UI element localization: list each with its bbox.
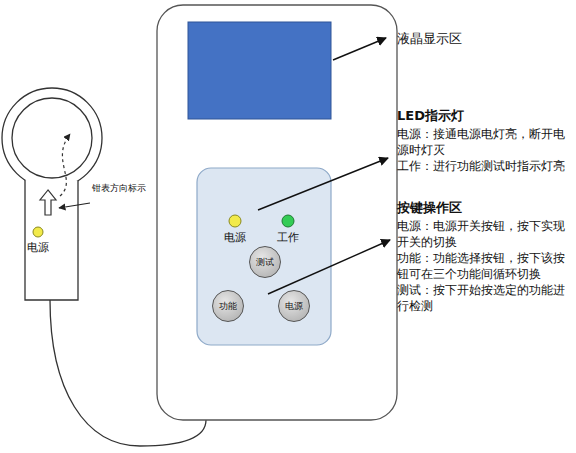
button-panel [197,168,331,345]
leader-line [333,38,386,60]
section-heading: 按键操作区 [397,200,567,216]
led-lamp [33,227,43,237]
description-note: 工作：进行功能测试时指示灯亮 [397,158,569,174]
indicator-led: 工作 [276,214,300,244]
led-label: 电源 [224,231,246,244]
description-note: 电源：电源开关按钮，按下实现开关的切换 [397,218,569,250]
led-outline [281,214,295,228]
button-label: 电源 [285,302,303,311]
description-note: 电源：接通电源电灯亮，断开电源时灯灭 [397,126,569,158]
section-heading: LED指示灯 [397,108,567,124]
indicator-led: 电源 [26,226,50,254]
leader-line [258,158,388,210]
led-outline [32,226,44,238]
direction-label: 钳表方向标示 [92,183,154,194]
clamp-opening [12,98,92,178]
button-label: 测试 [256,258,274,267]
leader-line [59,203,90,208]
led-label: 电源 [27,241,49,254]
region-label: 液晶显示区 [397,31,567,47]
push-button: 电源 [278,290,310,322]
description-note: 测试：按下开始按选定的功能进行检测 [397,282,569,314]
lcd-screen [188,22,331,119]
description-note: 功能：功能选择按钮，按下该按钮可在三个功能间循环切换 [397,250,569,282]
meter-housing [157,5,397,420]
led-lamp [229,215,241,227]
push-button: 功能 [212,290,244,322]
led-outline [228,214,242,228]
probe-body [25,180,78,300]
push-button: 测试 [249,246,281,278]
direction-arrow [40,190,56,215]
clamp-jaw [2,88,102,188]
button-label: 功能 [219,302,237,311]
indicator-led: 电源 [223,214,247,244]
leader-line [268,240,390,294]
led-label: 工作 [277,231,299,244]
led-lamp [282,215,294,227]
current-direction-arrow [60,134,70,196]
